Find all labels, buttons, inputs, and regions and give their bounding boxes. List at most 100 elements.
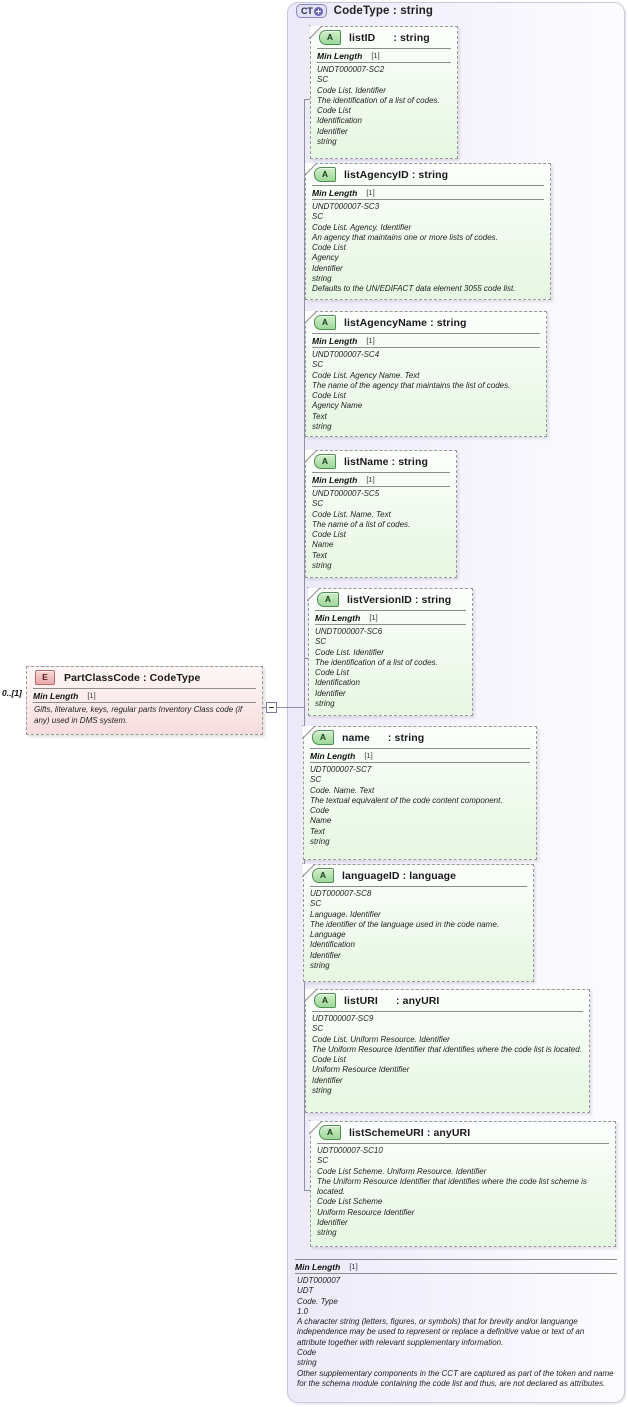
complextype-title: CodeType : string — [334, 5, 433, 17]
attribute-doc-line: Code List. Uniform Resource. Identifier — [312, 1035, 583, 1045]
attribute-documentation: UNDT000007-SC4SCCode List. Agency Name. … — [306, 348, 546, 436]
complextype-footer-line: Code — [297, 1348, 615, 1358]
attribute-title: listVersionID : string — [347, 594, 451, 606]
attribute-facet-row: Min Length [1] — [312, 333, 540, 348]
element-box-partclasscode[interactable]: E PartClassCode : CodeType Min Length [1… — [26, 666, 263, 735]
attribute-title: listName : string — [344, 456, 428, 468]
attribute-doc-line: Code List — [317, 106, 451, 116]
attribute-doc-line: Text — [310, 827, 530, 837]
attribute-facet-cardinality: [1] — [371, 51, 379, 60]
attribute-header: AlanguageID : language — [304, 865, 533, 886]
complextype-header: CT CodeType : string — [296, 4, 433, 18]
attribute-doc-line: Name — [312, 540, 450, 550]
attribute-header: AlistAgencyID : string — [306, 164, 550, 185]
attribute-box-listuri[interactable]: AlistURI : anyURIUDT000007-SC9SCCode Lis… — [305, 989, 590, 1113]
complextype-badge-label: CT — [301, 7, 313, 16]
attribute-facet-row: Min Length [1] — [312, 185, 544, 200]
attribute-box-listagencyid[interactable]: AlistAgencyID : stringMin Length [1] UNDT0… — [305, 163, 551, 300]
attribute-documentation: UDT000007-SC10SCCode List Scheme. Unifor… — [311, 1144, 615, 1243]
attribute-box-listversionid[interactable]: AlistVersionID : stringMin Length [1] UNDT… — [308, 588, 473, 716]
attribute-doc-line: UNDT000007-SC3 — [312, 202, 544, 212]
attribute-doc-line: Code List. Identifier — [315, 648, 466, 658]
attribute-badge-icon: A — [317, 592, 339, 607]
attribute-doc-line: SC — [312, 499, 450, 509]
attribute-doc-line: UNDT000007-SC5 — [312, 489, 450, 499]
attribute-header: AlistAgencyName : string — [306, 312, 546, 333]
attribute-doc-line: SC — [312, 360, 540, 370]
attribute-facet-row: Min Length[1] — [312, 472, 450, 487]
element-facet-label: Min Length — [33, 691, 78, 701]
attribute-facet-row: Min Length [1] — [310, 748, 530, 763]
attribute-box-languageid[interactable]: AlanguageID : languageUDT000007-SC8SCLan… — [303, 864, 534, 982]
attribute-facet-label: Min Length — [312, 188, 357, 198]
attribute-doc-line: UDT000007-SC9 — [312, 1014, 583, 1024]
attribute-doc-line: Agency — [312, 253, 544, 263]
attribute-doc-line: Identifier — [317, 1218, 609, 1228]
complextype-footer-line: Other supplementary components in the CC… — [297, 1369, 615, 1390]
attribute-facet-label: Min Length — [312, 336, 357, 346]
plus-circle-icon[interactable] — [314, 7, 323, 16]
attribute-documentation: UNDT000007-SC2SCCode List. IdentifierThe… — [311, 63, 457, 151]
attribute-badge-icon: A — [312, 730, 334, 745]
attribute-doc-line: The identification of a list of codes. — [317, 96, 451, 106]
attribute-badge-icon: A — [314, 993, 336, 1008]
attribute-doc-line: Identifier — [310, 951, 527, 961]
attribute-doc-line: Identifier — [315, 689, 466, 699]
attribute-doc-line: UDT000007-SC10 — [317, 1146, 609, 1156]
complextype-footer-line: UDT000007 — [297, 1276, 615, 1286]
attribute-doc-line: UNDT000007-SC6 — [315, 627, 466, 637]
attribute-documentation: UNDT000007-SC5SCCode List. Name. TextThe… — [306, 487, 456, 575]
attribute-badge-icon: A — [312, 868, 334, 883]
attribute-header: AlistSchemeURI : anyURI — [311, 1122, 615, 1143]
attribute-box-listschemeuri[interactable]: AlistSchemeURI : anyURIUDT000007-SC10SCC… — [310, 1121, 616, 1247]
attribute-doc-line: UDT000007-SC8 — [310, 889, 527, 899]
complextype-footer: Min Length [1] UDT000007UDTCode. Type1.0… — [289, 1259, 623, 1393]
complextype-footer-line: string — [297, 1358, 615, 1368]
attribute-box-name[interactable]: Aname : stringMin Length [1] UDT000007-SC7… — [303, 726, 537, 860]
attribute-doc-line: string — [315, 699, 466, 709]
attribute-doc-line: Code List — [312, 391, 540, 401]
complextype-footer-lines: UDT000007UDTCode. Type1.0A character str… — [289, 1274, 623, 1393]
attribute-doc-line: UNDT000007-SC4 — [312, 350, 540, 360]
attribute-facet-label: Min Length — [310, 751, 355, 761]
attribute-doc-line: SC — [310, 899, 527, 909]
attribute-facet-cardinality: [1] — [366, 475, 374, 484]
attribute-facet-label: Min Length — [317, 51, 362, 61]
attribute-doc-line: string — [310, 961, 527, 971]
attribute-documentation: UNDT000007-SC3SCCode List. Agency. Ident… — [306, 200, 550, 299]
attribute-title: name : string — [342, 732, 424, 744]
attribute-doc-line: The identifier of the language used in t… — [310, 920, 527, 930]
attribute-box-listagencyname[interactable]: AlistAgencyName : stringMin Length [1] UND… — [305, 311, 547, 437]
attribute-facet-cardinality: [1] — [364, 751, 372, 760]
attribute-doc-line: Code List — [312, 530, 450, 540]
attribute-facet-cardinality: [1] — [366, 188, 374, 197]
attribute-doc-line: The textual equivalent of the code conte… — [310, 796, 530, 806]
attribute-facet-cardinality: [1] — [369, 613, 377, 622]
attribute-badge-icon: A — [319, 1125, 341, 1140]
attribute-title: listAgencyID : string — [344, 169, 448, 181]
attribute-documentation: UDT000007-SC7SCCode. Name. TextThe textu… — [304, 763, 536, 851]
connector-element-link — [277, 707, 305, 708]
attribute-box-listname[interactable]: AlistName : stringMin Length[1] UNDT00000… — [305, 450, 457, 578]
attribute-facet-cardinality: [1] — [366, 336, 374, 345]
attribute-title: listAgencyName : string — [344, 317, 467, 329]
attribute-doc-line: UNDT000007-SC2 — [317, 65, 451, 75]
attribute-facet-label: Min Length — [315, 613, 360, 623]
attribute-doc-line: Name — [310, 816, 530, 826]
attribute-box-listid[interactable]: AlistID : stringMin Length[1]UNDT000007-… — [310, 26, 458, 159]
attribute-doc-line: Identification — [315, 678, 466, 688]
attribute-doc-line: SC — [312, 1024, 583, 1034]
attribute-doc-line: string — [310, 837, 530, 847]
attribute-header: AlistURI : anyURI — [306, 990, 589, 1011]
attribute-doc-line: Identification — [310, 940, 527, 950]
attribute-header: AlistName : string — [306, 451, 456, 472]
attribute-title: listSchemeURI : anyURI — [349, 1127, 470, 1139]
attribute-doc-line: Agency Name — [312, 401, 540, 411]
complextype-footer-line: Code. Type — [297, 1297, 615, 1307]
element-facet-cardinality: [1] — [87, 691, 95, 700]
attribute-doc-line: Identification — [317, 116, 451, 126]
collapse-toggle[interactable] — [266, 702, 277, 713]
attribute-title: listURI : anyURI — [344, 995, 439, 1007]
attribute-documentation: UDT000007-SC9SCCode List. Uniform Resour… — [306, 1012, 589, 1100]
